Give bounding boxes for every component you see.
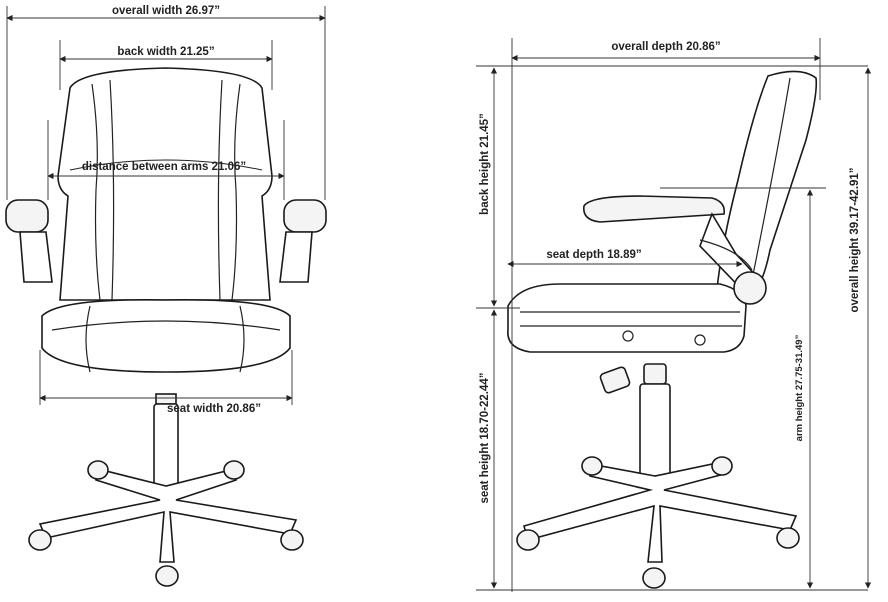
front-dimension-lines <box>6 6 326 405</box>
distance-between-arms-label: distance between arms 21.06” <box>82 161 246 173</box>
seat-height-label: seat height 18.70-22.44” <box>479 372 491 503</box>
side-chair-drawing <box>507 70 818 589</box>
front-chair-drawing <box>5 67 327 587</box>
overall-width-label: overall width 26.97” <box>112 5 220 17</box>
back-width-label: back width 21.25” <box>117 46 214 58</box>
overall-depth-label: overall depth 20.86” <box>611 41 720 53</box>
seat-depth-label: seat depth 18.89” <box>546 249 641 261</box>
back-height-label: back height 21.45” <box>479 113 491 215</box>
seat-width-label: seat width 20.86” <box>167 403 261 415</box>
overall-height-label: overall height 39.17-42.91” <box>849 167 861 312</box>
side-dimension-lines <box>476 38 872 592</box>
arm-height-label: arm height 27.75-31.49” <box>794 334 805 441</box>
